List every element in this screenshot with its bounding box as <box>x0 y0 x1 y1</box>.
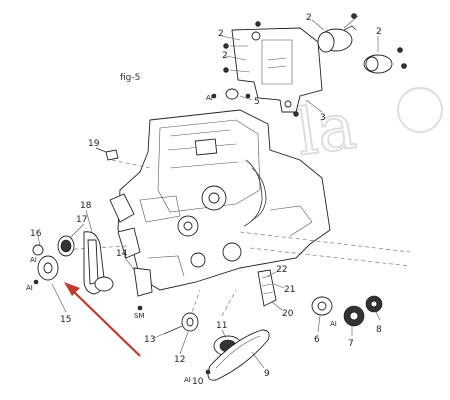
callout-12: 12 <box>174 355 185 365</box>
ai-marker-5: AI <box>26 284 33 292</box>
callout-2a: 2 <box>218 29 224 39</box>
leader-lines <box>37 15 381 369</box>
pulley-group-left <box>32 231 114 295</box>
callout-labels: 2 2 2 2 3 5 19 17 18 16 15 14 13 12 11 1… <box>26 13 382 387</box>
callout-10: 10 <box>192 377 204 387</box>
bracket-plate <box>231 27 323 113</box>
bracket-14 <box>133 267 153 311</box>
callout-9: 9 <box>264 369 270 379</box>
callout-22: 22 <box>276 265 287 275</box>
callout-20: 20 <box>282 309 294 319</box>
gear-7 <box>343 305 365 327</box>
callout-21: 21 <box>284 285 295 295</box>
callout-16: 16 <box>30 229 42 239</box>
bushing-5 <box>211 88 251 100</box>
svg-text:la: la <box>292 89 360 170</box>
gear-motor <box>363 47 407 74</box>
callout-7: 7 <box>348 339 354 349</box>
callout-5: 5 <box>254 97 260 107</box>
callout-19: 19 <box>88 139 100 149</box>
callout-15: 15 <box>60 315 71 325</box>
callout-17: 17 <box>76 215 87 225</box>
red-arrow <box>64 282 141 357</box>
callout-14: 14 <box>116 249 128 259</box>
motor-assembly <box>317 13 357 53</box>
callout-18: 18 <box>80 201 92 211</box>
ai-marker-4: AI <box>330 320 337 328</box>
callout-3: 3 <box>320 113 326 123</box>
callout-2d: 2 <box>376 27 382 37</box>
ai-marker-2: AI <box>30 256 37 264</box>
screws-top <box>223 21 299 117</box>
callout-2b: 2 <box>222 51 228 61</box>
ai-marker-1: AI <box>206 94 213 102</box>
plate-20-22 <box>257 269 277 307</box>
gear-8 <box>365 295 383 313</box>
watermark: la <box>291 87 443 172</box>
callout-8: 8 <box>376 325 382 335</box>
figure-label: fig-5 <box>120 73 140 83</box>
callout-13: 13 <box>144 335 155 345</box>
main-chassis <box>109 109 331 291</box>
screw-19 <box>95 147 119 161</box>
callout-11: 11 <box>216 321 227 331</box>
ai-marker-3: AI <box>184 376 191 384</box>
callout-6: 6 <box>314 335 320 345</box>
gear-6 <box>311 296 333 316</box>
callout-2c: 2 <box>306 13 312 23</box>
axis-lines <box>59 159 411 319</box>
pulley-belt-9 <box>205 329 270 381</box>
gear-12 <box>163 312 199 335</box>
label-sm: SM <box>134 312 144 320</box>
